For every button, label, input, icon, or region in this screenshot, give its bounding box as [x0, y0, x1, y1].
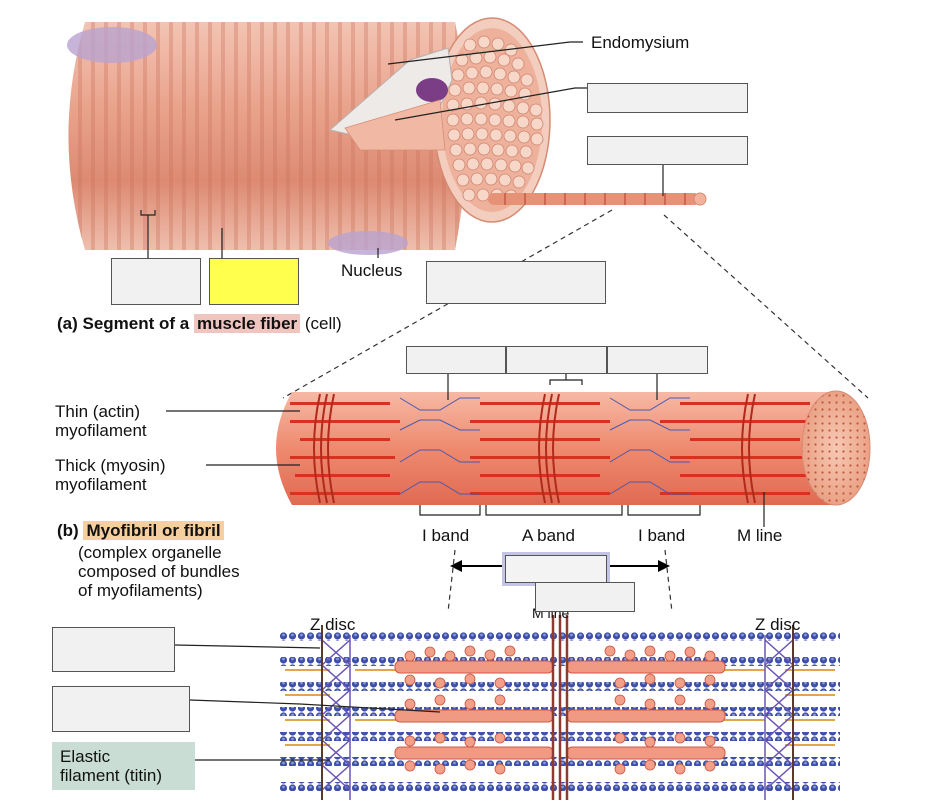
blank-label-box-dark-band[interactable]: [111, 258, 201, 305]
caption-b-prefix: (b): [57, 521, 79, 540]
endomysium-label: Endomysium: [591, 33, 690, 52]
a-band-label: A band: [522, 526, 575, 545]
blank-label-box-myofibril[interactable]: [587, 136, 748, 165]
nucleus-label: Nucleus: [341, 261, 403, 280]
caption-b: (b) Myofibril or fibril: [57, 521, 224, 540]
leader-lines-b: [166, 374, 765, 527]
caption-a: (a) Segment of a muscle fiber (cell): [57, 314, 342, 333]
blank-label-box-band-2[interactable]: [506, 346, 607, 374]
blank-label-box-m-line[interactable]: [535, 582, 635, 612]
blank-label-box-band-3[interactable]: [607, 346, 708, 374]
z-disc-right-label: Z disc: [755, 615, 801, 634]
blank-label-box-thin-filament[interactable]: [52, 627, 175, 672]
leader-lines-a: [140, 41, 664, 258]
blank-label-box-thick-filament[interactable]: [52, 686, 190, 732]
yellow-label-box[interactable]: [209, 258, 299, 305]
blank-label-box-perimysium[interactable]: [587, 83, 748, 113]
i-band-left-label: I band: [422, 526, 470, 545]
caption-a-highlight: muscle fiber: [193, 314, 301, 333]
elastic-filament-box: Elastic filament (titin): [52, 742, 195, 790]
caption-a-prefix: (a) Segment of a: [57, 314, 190, 333]
i-band-right-label: I band: [638, 526, 686, 545]
m-line-label: M line: [737, 526, 783, 545]
elastic-filament-label: Elastic filament (titin): [60, 747, 163, 785]
blank-label-box-sarcomere[interactable]: [505, 555, 607, 583]
leader-lines-c: [174, 644, 441, 761]
zoom-lines: [282, 209, 869, 613]
blank-label-box-sarcolemma[interactable]: [426, 261, 606, 304]
caption-b-body: (complex organelle composed of bundles o…: [78, 543, 240, 600]
caption-a-suffix: (cell): [304, 314, 342, 333]
muscle-fiber-illustration: [67, 17, 707, 255]
myofibril-illustration: [276, 390, 871, 506]
blank-label-box-band-1[interactable]: [406, 346, 506, 374]
sarcomere-illustration: [280, 615, 840, 800]
thin-filament-label: Thin (actin) myofilament: [55, 402, 147, 440]
caption-b-highlight: Myofibril or fibril: [83, 521, 224, 540]
z-disc-left-label: Z disc: [310, 615, 356, 634]
thick-filament-label: Thick (myosin) myofilament: [55, 456, 166, 494]
